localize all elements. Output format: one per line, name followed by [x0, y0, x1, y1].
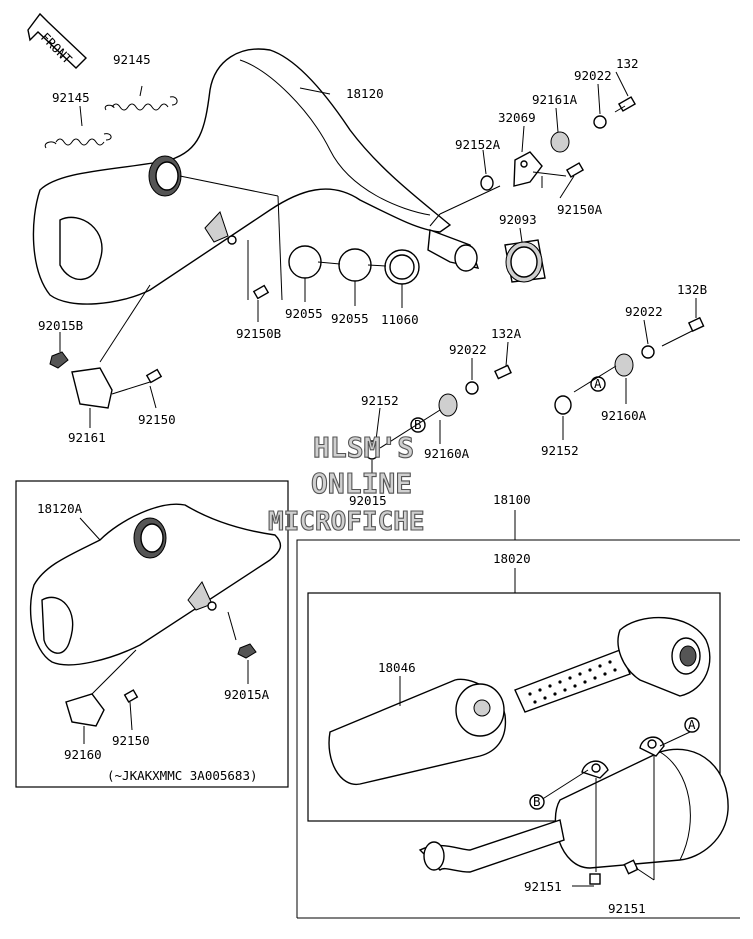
- watermark-line-3: MICROFICHE: [268, 507, 425, 537]
- nut-92015B-icon: [49, 351, 69, 369]
- label-92015A: 92015A: [224, 687, 270, 702]
- label-18120: 18120: [346, 86, 384, 101]
- watermark-line-2: ONLINE: [311, 467, 412, 500]
- washer-92022-top: [593, 115, 607, 129]
- label-18020: 18020: [493, 551, 531, 566]
- label-92022-top: 92022: [574, 68, 612, 83]
- packing-18046: [328, 678, 507, 785]
- front-arrow-icon: FRONT: [27, 12, 88, 69]
- collar-92152-right: [554, 395, 572, 415]
- pipe-flange-outlet: [427, 229, 480, 272]
- label-132B: 132B: [677, 282, 707, 297]
- o-ring-92055-b: [338, 248, 372, 282]
- bolt-92151-right-icon: [623, 859, 639, 875]
- inset-box: [15, 480, 289, 788]
- label-11060: 11060: [381, 312, 419, 327]
- label-92055-a: 92055: [285, 306, 323, 321]
- callout-a-lower-label: A: [688, 717, 696, 732]
- label-92160: 92160: [64, 747, 102, 762]
- collar-92152A: [480, 175, 494, 191]
- label-18120A: 18120A: [37, 501, 83, 516]
- callout-b-lower-label: B: [533, 794, 541, 809]
- nut-92015A-icon: [237, 643, 257, 659]
- bolt-92150-inset-icon: [123, 689, 139, 703]
- o-ring-92055-a: [288, 245, 322, 279]
- spring-upper-icon: [104, 96, 178, 111]
- label-92022-right: 92022: [625, 304, 663, 319]
- watermark-line-1: HLSM'S: [313, 431, 414, 464]
- label-92015B: 92015B: [38, 318, 83, 333]
- label-92055-b: 92055: [331, 311, 369, 326]
- damper-92160: [65, 693, 105, 727]
- label-92151-right: 92151: [608, 901, 646, 916]
- callout-b-upper-label: B: [414, 417, 422, 432]
- label-92150-inset: 92150: [112, 733, 150, 748]
- expansion-chamber-18120A: [29, 503, 282, 666]
- label-92152-right: 92152: [541, 443, 579, 458]
- washer-92022-mid: [465, 381, 479, 395]
- end-cap: [617, 616, 711, 697]
- callout-a-upper-label: A: [594, 376, 602, 391]
- bolt-132B-icon: [661, 316, 705, 347]
- bolt-92150A-icon: [565, 162, 585, 178]
- label-92145-lower: 92145: [52, 90, 90, 105]
- joint-rubber-92093: [504, 239, 546, 283]
- collar-92152-left: [364, 440, 380, 460]
- grommet-92160A-right: [614, 353, 634, 377]
- spring-lower-icon: [44, 133, 112, 149]
- label-92093: 92093: [499, 212, 537, 227]
- label-92150A: 92150A: [557, 202, 603, 217]
- leader-lines-muffler: [540, 731, 691, 887]
- label-92022-mid: 92022: [449, 342, 487, 357]
- label-92152A: 92152A: [455, 137, 501, 152]
- leader-lines-upper: [59, 71, 697, 490]
- bolt-132-icon: [614, 96, 637, 113]
- label-32069: 32069: [498, 110, 536, 125]
- label-92151-left: 92151: [524, 879, 562, 894]
- label-92150B: 92150B: [236, 326, 281, 341]
- callout-b-lower: [529, 794, 545, 810]
- perforated-pipe: [514, 649, 631, 713]
- leader-lines-inset: [79, 517, 249, 744]
- label-92150: 92150: [138, 412, 176, 427]
- damper-92161: [71, 367, 113, 409]
- grommet-92161A: [550, 131, 570, 153]
- label-92160A-right: 92160A: [601, 408, 647, 423]
- label-18046: 18046: [378, 660, 416, 675]
- label-92161: 92161: [68, 430, 106, 445]
- label-92015: 92015: [349, 493, 387, 508]
- bolt-132A-icon: [494, 364, 512, 380]
- label-18100: 18100: [493, 492, 531, 507]
- label-132: 132: [616, 56, 639, 71]
- washer-92022-right: [641, 345, 655, 359]
- bolt-92151-left-icon: [589, 873, 601, 885]
- bolt-92150-icon: [145, 368, 163, 384]
- bracket-32069: [513, 151, 543, 187]
- label-92145-upper: 92145: [113, 52, 151, 67]
- muffler-body: [418, 736, 729, 873]
- label-132A: 132A: [491, 326, 522, 341]
- inset-serial-note: (~JKAKXMMC 3A005683): [107, 768, 258, 783]
- silencer-box: [307, 592, 721, 822]
- callout-a-lower: [684, 717, 700, 733]
- bolt-92150B-icon: [252, 284, 270, 300]
- label-92160A-left: 92160A: [424, 446, 470, 461]
- label-92152-left: 92152: [361, 393, 399, 408]
- label-92161A: 92161A: [532, 92, 578, 107]
- grommet-92160A-left: [438, 393, 458, 417]
